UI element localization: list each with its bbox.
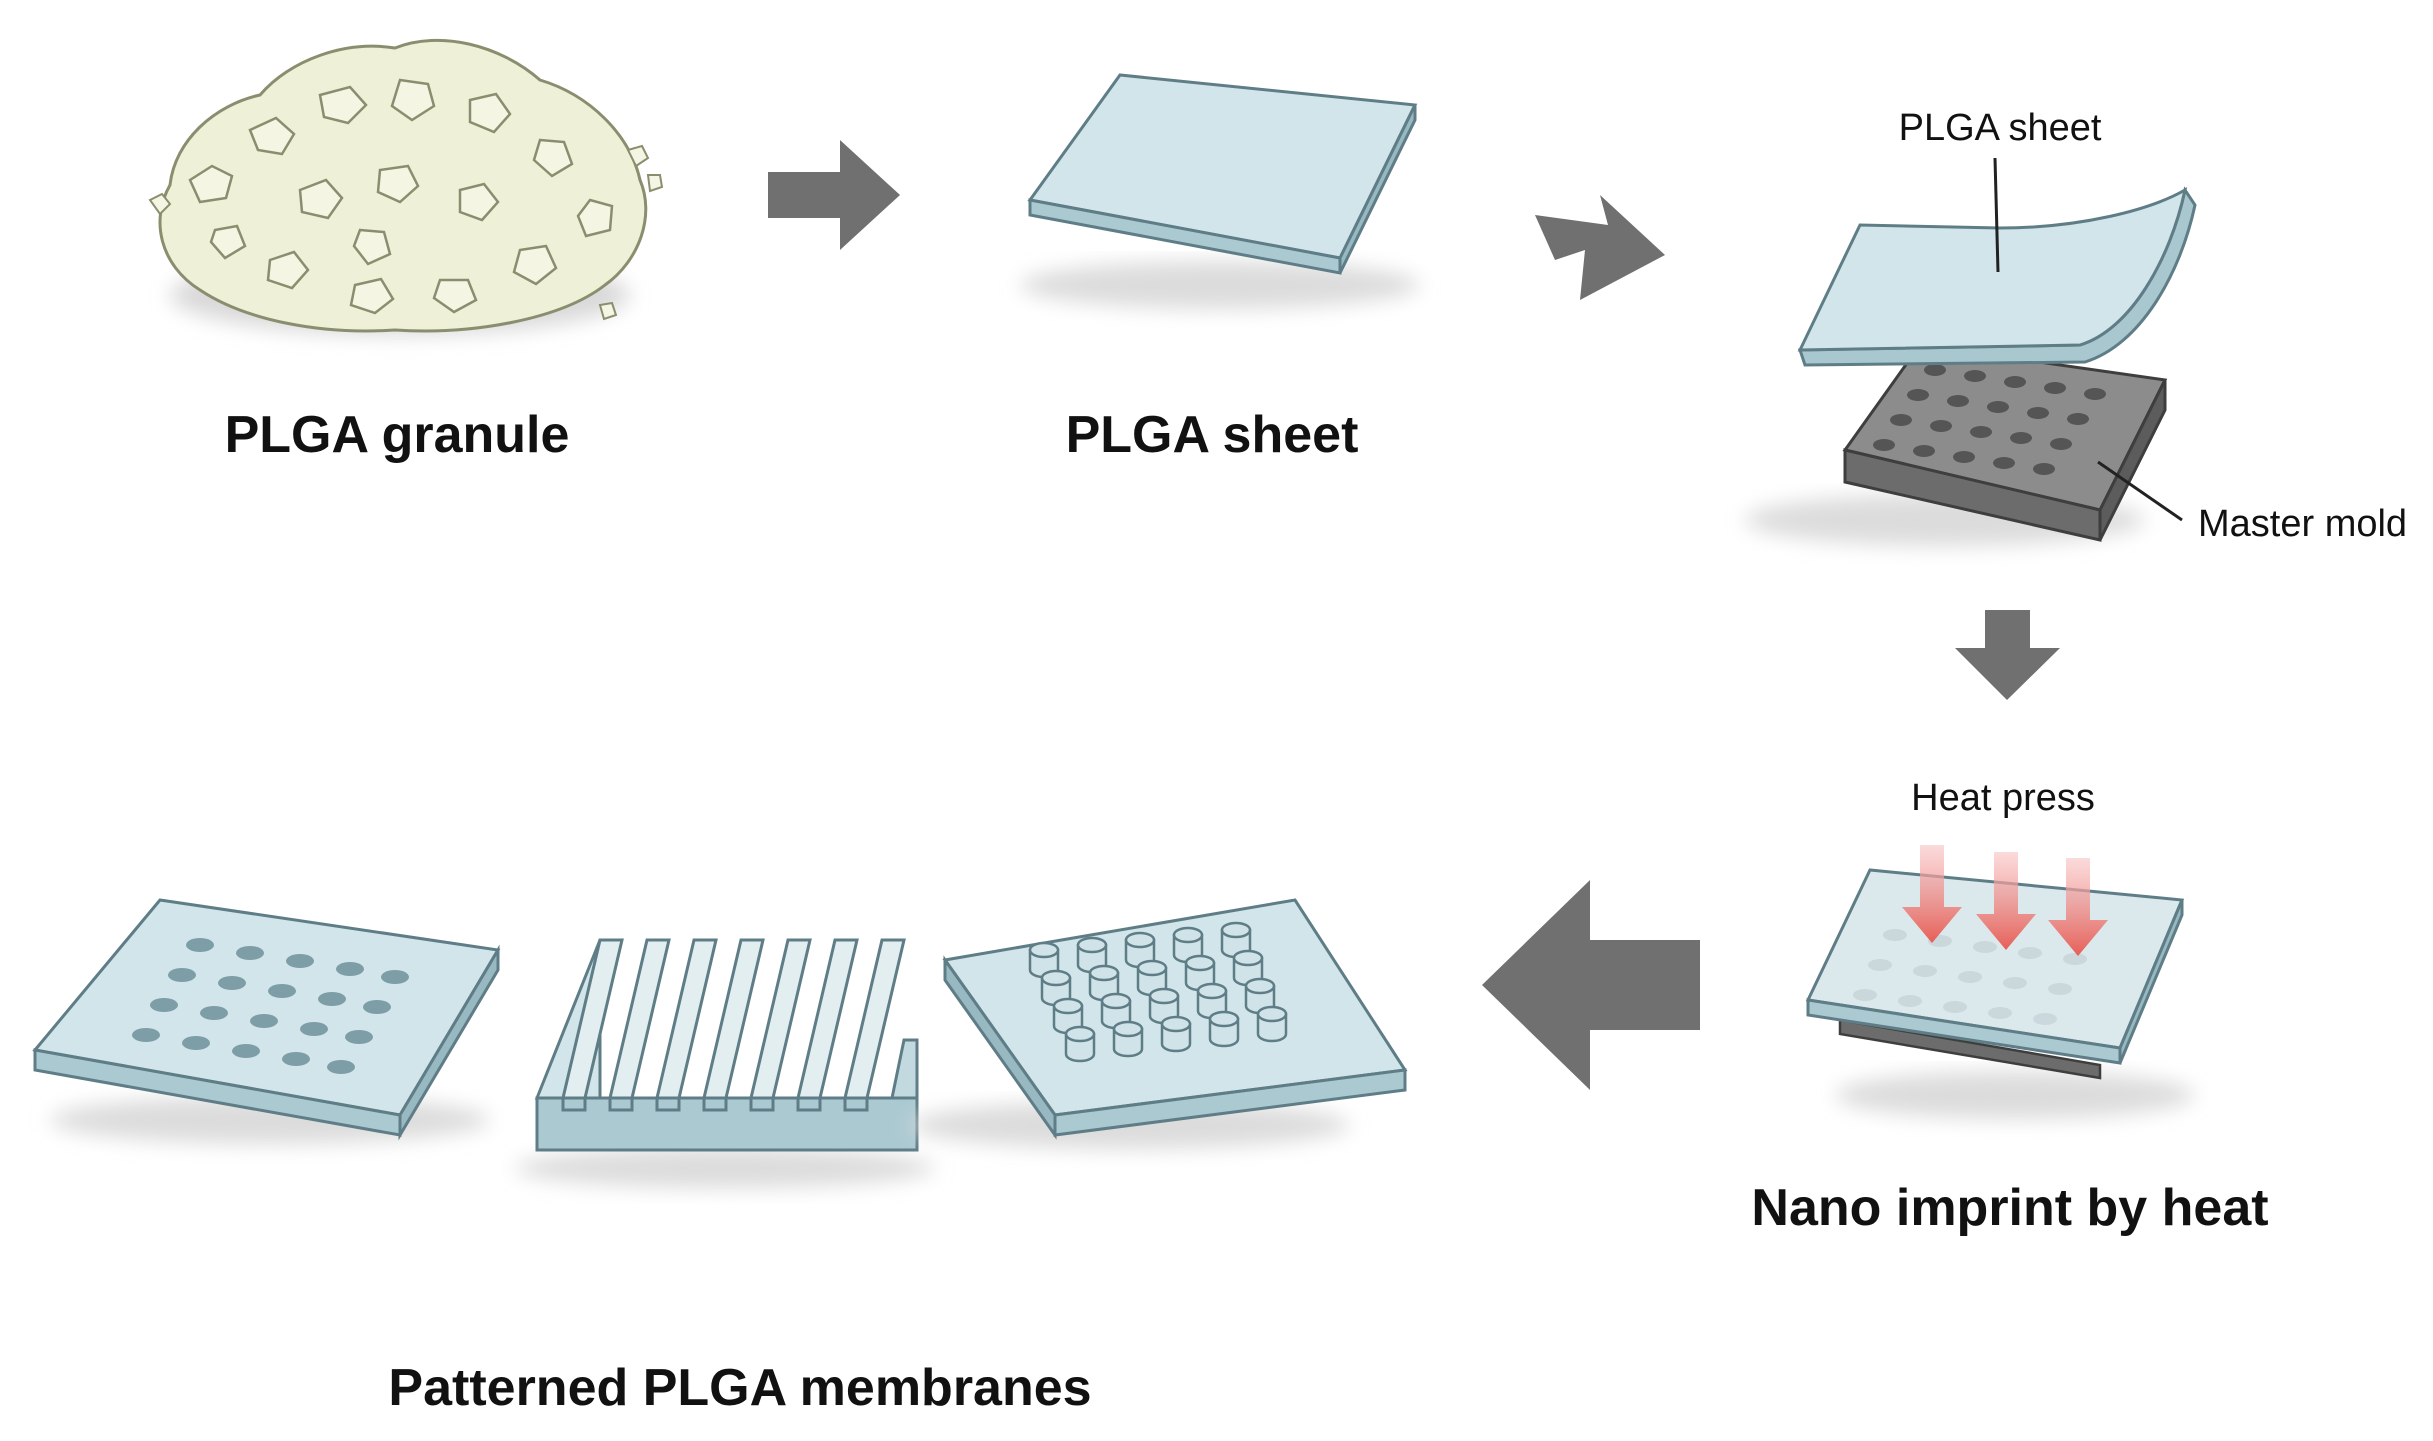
plga-sheet-label: PLGA sheet xyxy=(1066,406,1359,464)
hole-pattern-membrane xyxy=(32,898,501,1144)
plga-granule-illustration xyxy=(148,38,664,335)
block-arrow-icon xyxy=(768,140,900,250)
down-arrow-icon xyxy=(1902,845,1962,943)
pillar-pattern-membrane xyxy=(910,898,1408,1149)
sheet-leader-line xyxy=(1993,157,2000,273)
block-arrow-icon xyxy=(1955,610,2060,700)
mold-callout: Master mold xyxy=(2198,503,2407,545)
sheet-and-mold-illustration xyxy=(1745,157,2197,546)
block-arrow-icon xyxy=(1482,880,1700,1090)
mold-holes xyxy=(1873,364,2106,475)
plga-granule-label: PLGA granule xyxy=(225,406,570,464)
sheet-callout: PLGA sheet xyxy=(1899,107,2102,149)
heat-press-callout: Heat press xyxy=(1911,777,2095,819)
down-arrow-icon xyxy=(1976,852,2036,950)
imprint-holes xyxy=(1853,929,2087,1025)
membrane-pillars xyxy=(1028,921,1288,1063)
block-arrow-icon xyxy=(1535,195,1665,300)
groove-pattern-membrane xyxy=(515,938,935,1188)
membrane-holes xyxy=(132,938,409,1074)
nano-imprint-label: Nano imprint by heat xyxy=(1751,1179,2268,1237)
heat-press-illustration xyxy=(1805,845,2195,1119)
down-arrow-icon xyxy=(2048,858,2108,956)
patterned-membranes-label: Patterned PLGA membranes xyxy=(388,1359,1091,1417)
mold-leader-line xyxy=(2097,460,2183,522)
plga-sheet-illustration xyxy=(1020,73,1420,309)
